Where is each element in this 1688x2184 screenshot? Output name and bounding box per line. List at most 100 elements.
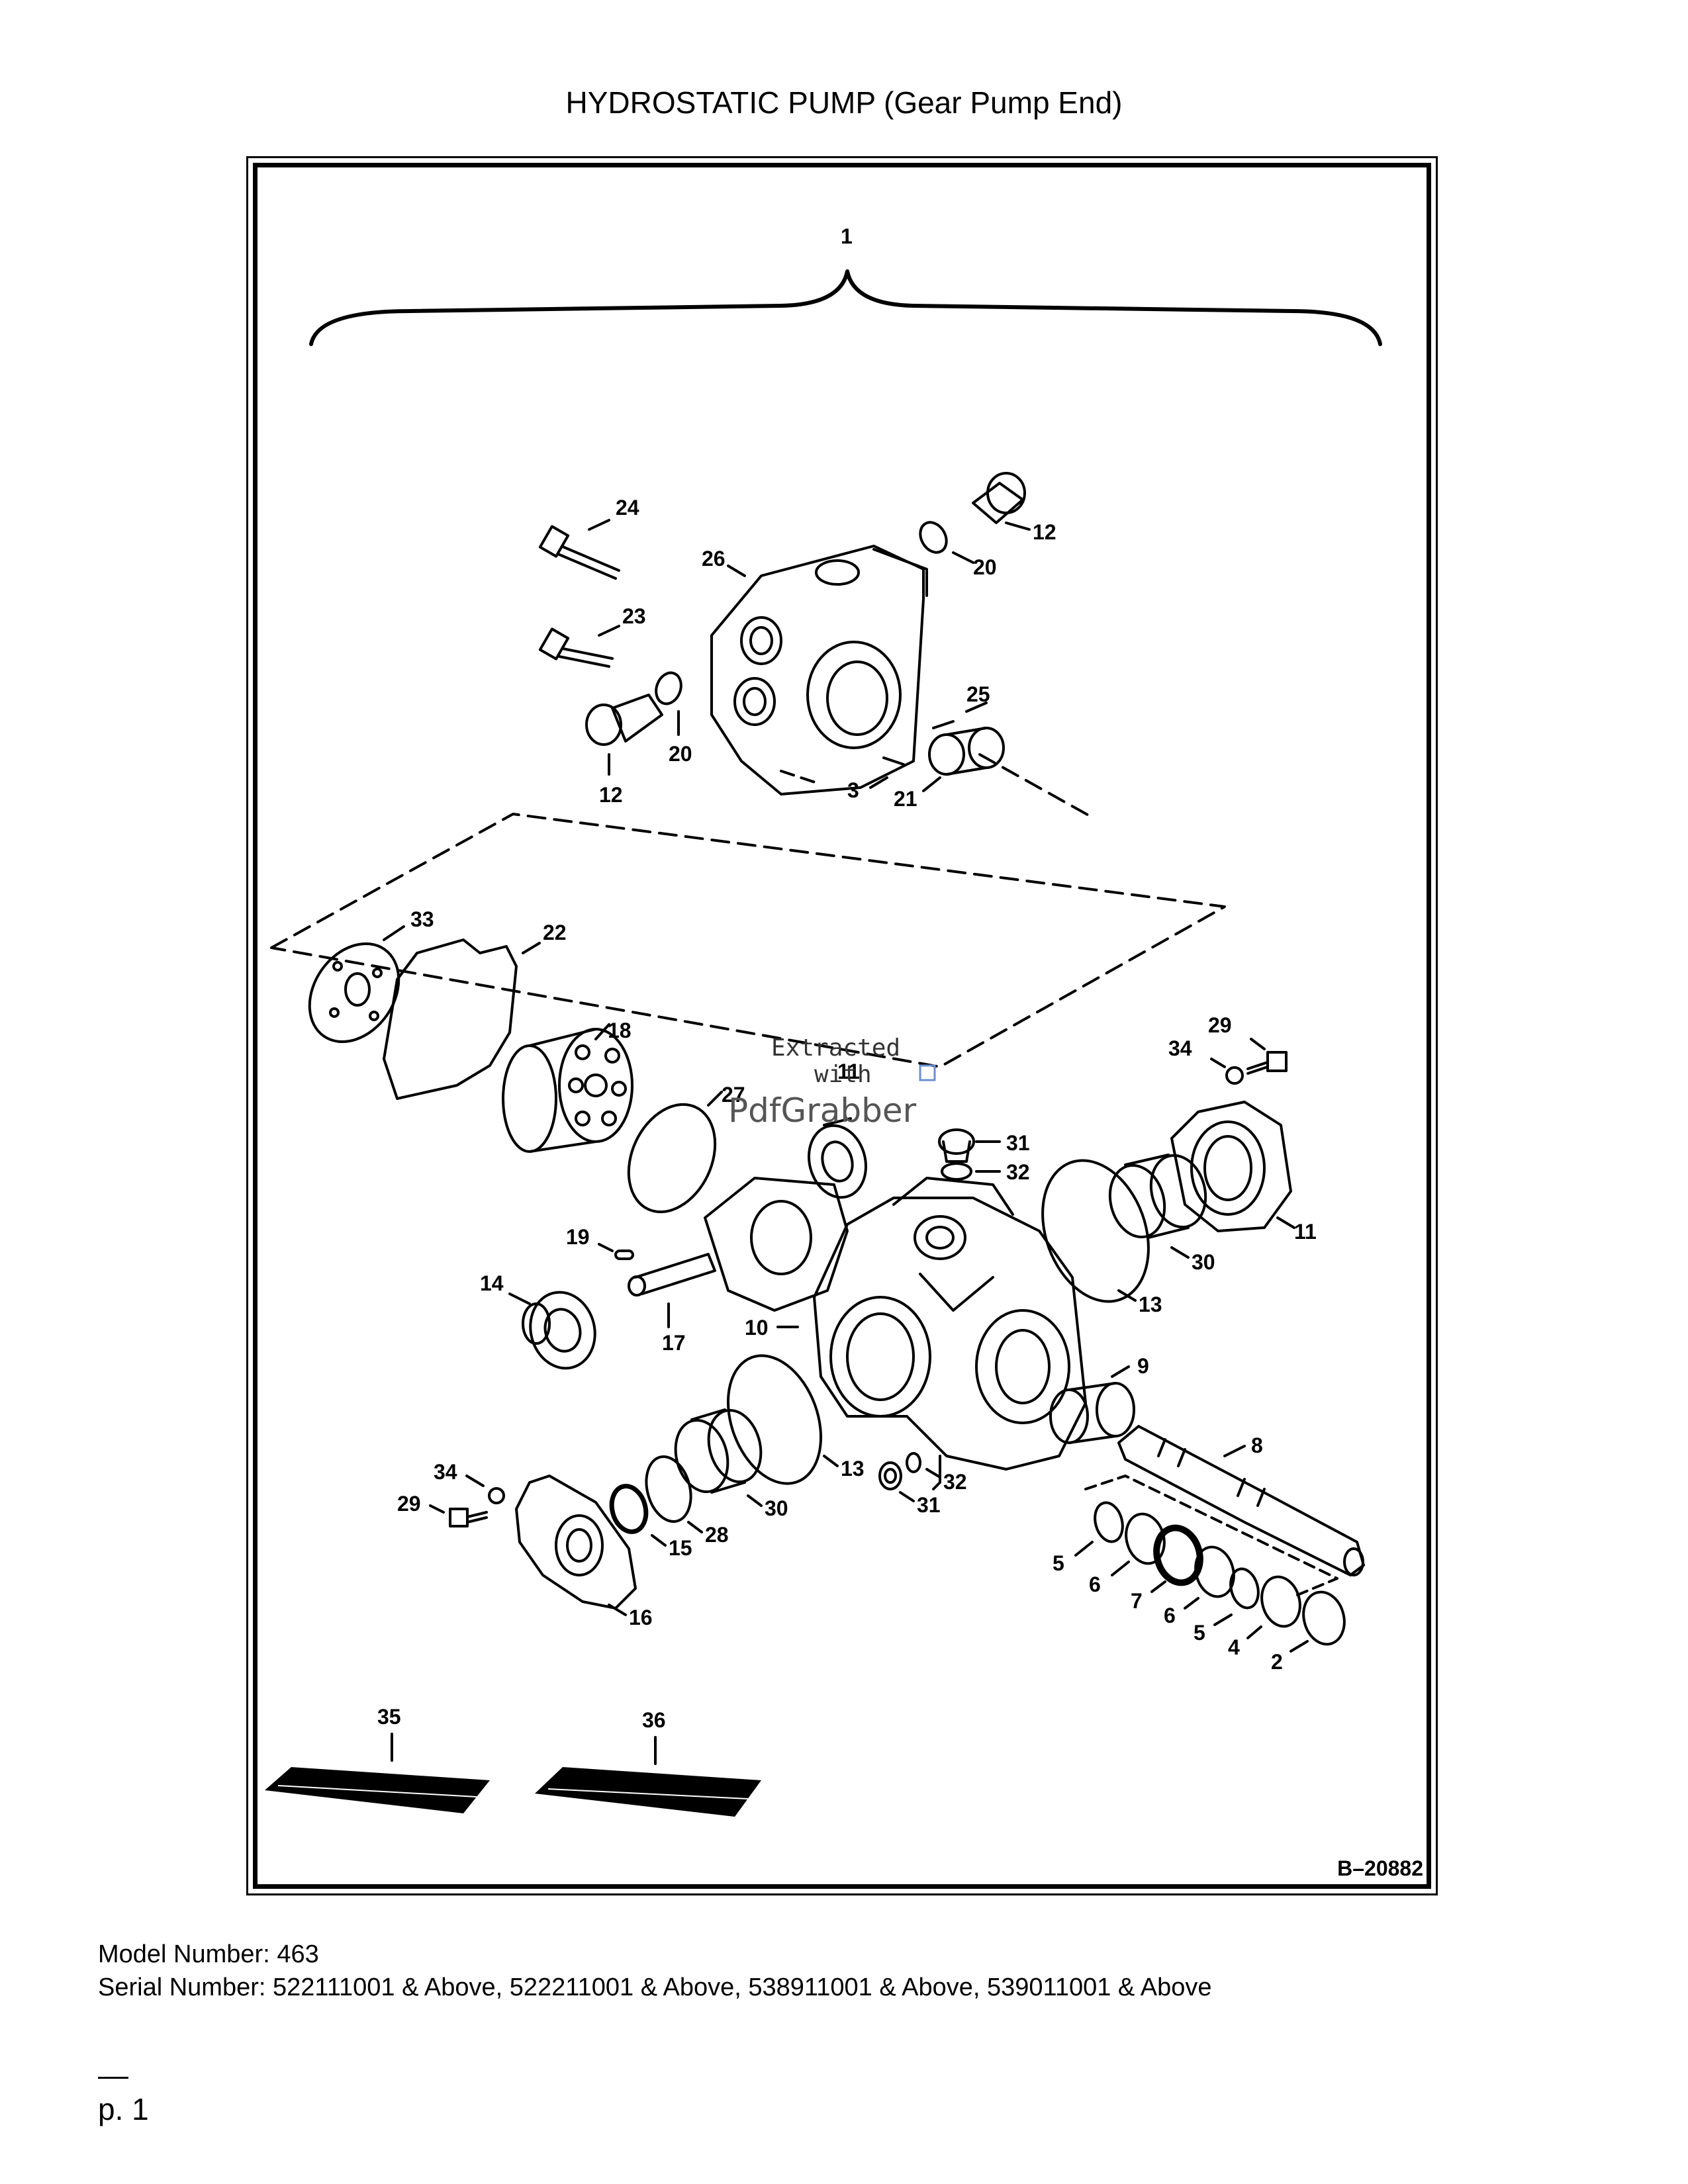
- callout-16: 16: [629, 1606, 653, 1629]
- ring-4: [1260, 1575, 1301, 1628]
- pin-25: [932, 720, 955, 729]
- callout-35: 35: [377, 1705, 401, 1729]
- callout-6-a: 6: [1089, 1572, 1101, 1596]
- callout-12-top: 12: [1033, 520, 1056, 544]
- needle-bearing-9: [1049, 1382, 1135, 1444]
- assembly-brace: [309, 269, 1382, 346]
- thrust-washer-27: [627, 1103, 717, 1214]
- callout-12-left: 12: [599, 783, 623, 807]
- page-number: p. 1: [98, 2092, 149, 2126]
- bushing-21: [928, 727, 1005, 776]
- callout-34-top: 34: [1168, 1036, 1192, 1060]
- plug-31-upper: [938, 1128, 975, 1163]
- o-ring-20-left: [655, 671, 682, 705]
- bolt-23: [538, 627, 614, 668]
- callout-14: 14: [480, 1271, 504, 1295]
- callout-5-b: 5: [1194, 1621, 1205, 1645]
- watermark-line-2: with: [814, 1061, 872, 1088]
- callout-24: 24: [616, 496, 639, 520]
- diagram-frame-inner: [253, 163, 1431, 1889]
- callout-15: 15: [669, 1536, 692, 1560]
- decal-36: [535, 1767, 761, 1817]
- callout-3: 3: [847, 778, 859, 802]
- key-19: [614, 1250, 634, 1260]
- cylinder-block-18: [502, 1028, 633, 1153]
- callout-2: 2: [1271, 1650, 1283, 1674]
- washer-34-upper: [1225, 1066, 1244, 1085]
- relief-plug-12-left: [585, 694, 663, 746]
- bolt-29-lower: [449, 1508, 488, 1527]
- snap-ring-5b: [1229, 1567, 1260, 1610]
- gasket-22: [383, 938, 518, 1100]
- seal-7: [1153, 1524, 1203, 1586]
- seal-ring-28: [645, 1455, 692, 1524]
- dashed-assembly-outline: [270, 813, 1226, 1068]
- figure-code: B–20882: [1337, 1856, 1423, 1880]
- callout-22: 22: [543, 921, 567, 944]
- callout-6-b: 6: [1164, 1604, 1176, 1627]
- callout-26: 26: [702, 547, 726, 570]
- ring-group-outline: [1084, 1475, 1338, 1596]
- swashplate-17: [628, 1177, 849, 1312]
- diagram-frame-outer: [246, 156, 1438, 1895]
- o-ring-32-lower: [906, 1452, 921, 1473]
- bushing-30-upper: [1108, 1154, 1207, 1239]
- callout-23: 23: [622, 604, 646, 628]
- plug-31-lower: [878, 1461, 902, 1490]
- main-pump-housing-10: [813, 1177, 1087, 1490]
- callout-5-a: 5: [1053, 1551, 1064, 1575]
- end-cap-16: [515, 1475, 637, 1610]
- callout-25: 25: [966, 682, 990, 706]
- washer-34-lower: [488, 1487, 505, 1504]
- callout-31-top: 31: [1006, 1131, 1030, 1155]
- snap-ring-5a: [1094, 1501, 1124, 1543]
- callout-21: 21: [894, 787, 917, 811]
- callout-10: 10: [745, 1316, 769, 1340]
- callout-36: 36: [642, 1708, 666, 1732]
- bushing-30-lower: [674, 1408, 763, 1494]
- callout-11: 11: [1294, 1220, 1317, 1244]
- callout-13-top: 13: [1139, 1293, 1162, 1316]
- callout-4: 4: [1228, 1635, 1240, 1659]
- gear-pump-housing-26: [710, 545, 928, 796]
- callout-17: 17: [662, 1331, 686, 1355]
- model-number: Model Number: 463: [98, 1940, 319, 1968]
- callout-31-lower: 31: [917, 1493, 941, 1517]
- callout-32-top: 32: [1006, 1160, 1030, 1184]
- bearing-14-upper: [808, 1117, 867, 1199]
- page-title: HYDROSTATIC PUMP (Gear Pump End): [565, 85, 1123, 120]
- callout-13-lower: 13: [841, 1457, 865, 1480]
- decal-35: [265, 1767, 490, 1813]
- o-ring-20-top: [919, 521, 948, 554]
- callout-1: 1: [841, 224, 853, 248]
- callout-32-lower: 32: [943, 1470, 967, 1494]
- callout-34-lower: 34: [434, 1460, 457, 1484]
- bolt-29-upper: [1246, 1051, 1288, 1075]
- seal-ring-6b: [1194, 1545, 1235, 1598]
- page-separator: [98, 2077, 128, 2079]
- end-cap-11: [1170, 1101, 1292, 1232]
- callout-29-lower: 29: [397, 1492, 421, 1516]
- callout-27: 27: [722, 1083, 745, 1107]
- pin-3: [882, 756, 905, 766]
- callout-20-top: 20: [973, 555, 997, 579]
- drive-shaft-8: [1117, 1425, 1365, 1576]
- callout-19: 19: [566, 1225, 590, 1249]
- callout-30-top: 30: [1192, 1250, 1215, 1274]
- snap-ring-2: [1302, 1590, 1346, 1646]
- valve-plate-33: [308, 942, 400, 1044]
- o-ring-13-lower: [726, 1354, 823, 1485]
- callout-28: 28: [705, 1523, 729, 1547]
- callout-30-lower: 30: [765, 1496, 788, 1520]
- o-ring-13-upper: [1041, 1159, 1150, 1303]
- callout-7: 7: [1131, 1589, 1143, 1613]
- callout-9: 9: [1137, 1354, 1149, 1378]
- callout-33: 33: [410, 907, 434, 931]
- callout-8: 8: [1251, 1433, 1263, 1457]
- callout-11-center: 11: [837, 1060, 860, 1083]
- o-ring-32-upper: [941, 1162, 972, 1181]
- serial-number: Serial Number: 522111001 & Above, 522211…: [98, 1974, 1212, 2001]
- watermark-icon: [919, 1064, 936, 1081]
- callout-18: 18: [608, 1019, 632, 1042]
